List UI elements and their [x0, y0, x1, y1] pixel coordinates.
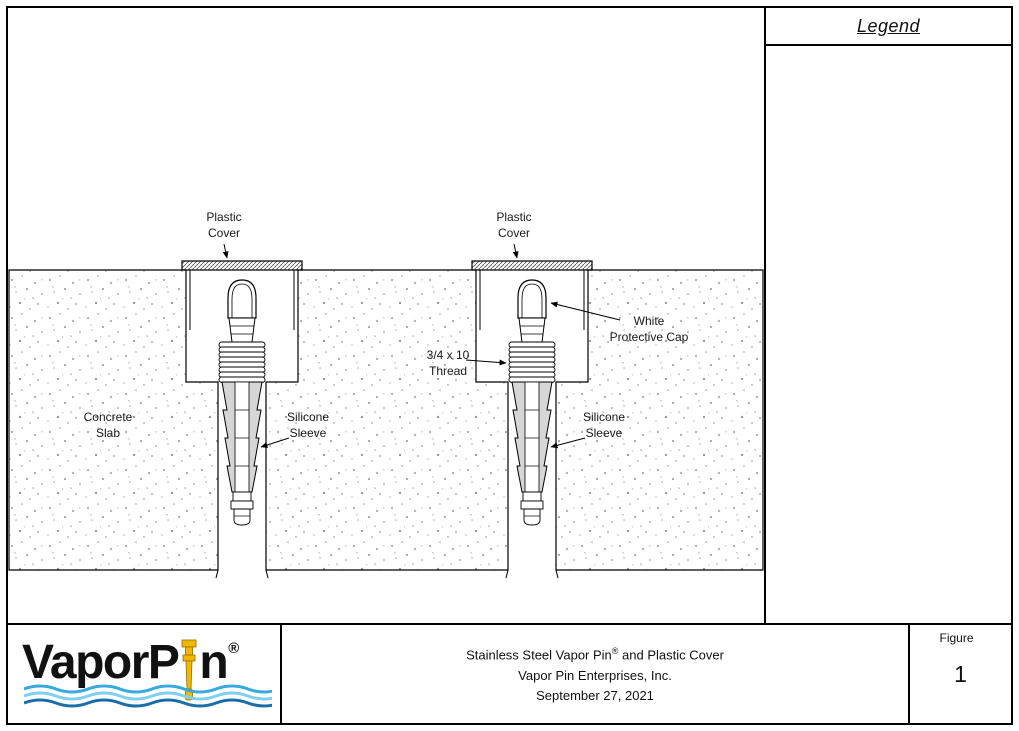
figure-cell: Figure 1 — [908, 625, 1011, 725]
logo-cell: Vapor P n ® — [8, 625, 280, 725]
leader-silicone-sleeve-2 — [550, 437, 586, 449]
leader-thread — [465, 359, 507, 366]
title-line-1-text: Stainless Steel Vapor Pin — [466, 647, 612, 663]
figure-label: Figure — [939, 631, 974, 645]
leader-plastic-cover-2 — [512, 243, 519, 259]
label-plastic-cover-2: Plastic Cover — [496, 210, 532, 240]
label-silicone-sleeve-1: Silicone Sleeve — [286, 410, 330, 440]
section-drawing — [8, 243, 764, 579]
title-line-1: Stainless Steel Vapor Pin® and Plastic C… — [466, 645, 724, 664]
title-line-2: Vapor Pin Enterprises, Inc. — [518, 667, 672, 683]
label-concrete-slab: Concrete Slab — [83, 410, 133, 440]
drawing-title: Stainless Steel Vapor Pin® and Plastic C… — [280, 625, 908, 725]
logo-text-p: P — [147, 636, 180, 689]
concrete-slab-section — [8, 269, 764, 579]
logo-waves-icon — [24, 684, 272, 708]
legend-body — [766, 46, 1011, 625]
drawing-area: Plastic Cover Plastic Cover White Protec… — [8, 8, 766, 623]
label-thread: 3/4 x 10 Thread — [426, 348, 470, 378]
sheet-frame: Plastic Cover Plastic Cover White Protec… — [6, 6, 1013, 725]
label-white-protective-cap: White Protective Cap — [609, 314, 689, 344]
legend-title: Legend — [856, 15, 921, 36]
leader-lines — [222, 243, 621, 449]
legend-header: Legend — [766, 8, 1011, 46]
title-block: Vapor P n ® — [8, 623, 1011, 725]
vaporpin-logo: Vapor P n ® — [22, 629, 280, 701]
logo-text-n: n — [199, 636, 228, 689]
vapor-pin-logo-icon — [182, 639, 197, 701]
logo-registered-mark: ® — [228, 640, 240, 657]
leader-plastic-cover-1 — [222, 243, 229, 259]
leader-white-protective-cap — [550, 301, 621, 321]
title-line-1-suffix: and Plastic Cover — [618, 647, 724, 663]
title-registered-mark: ® — [611, 646, 619, 657]
logo-text-vapor: Vapor — [22, 636, 149, 689]
label-plastic-cover-1: Plastic Cover — [206, 210, 242, 240]
figure-number: 1 — [954, 661, 967, 687]
title-line-3: September 27, 2021 — [536, 688, 654, 704]
leader-silicone-sleeve-1 — [260, 437, 290, 448]
legend-panel: Legend — [766, 8, 1011, 623]
label-silicone-sleeve-2: Silicone Sleeve — [582, 410, 626, 440]
